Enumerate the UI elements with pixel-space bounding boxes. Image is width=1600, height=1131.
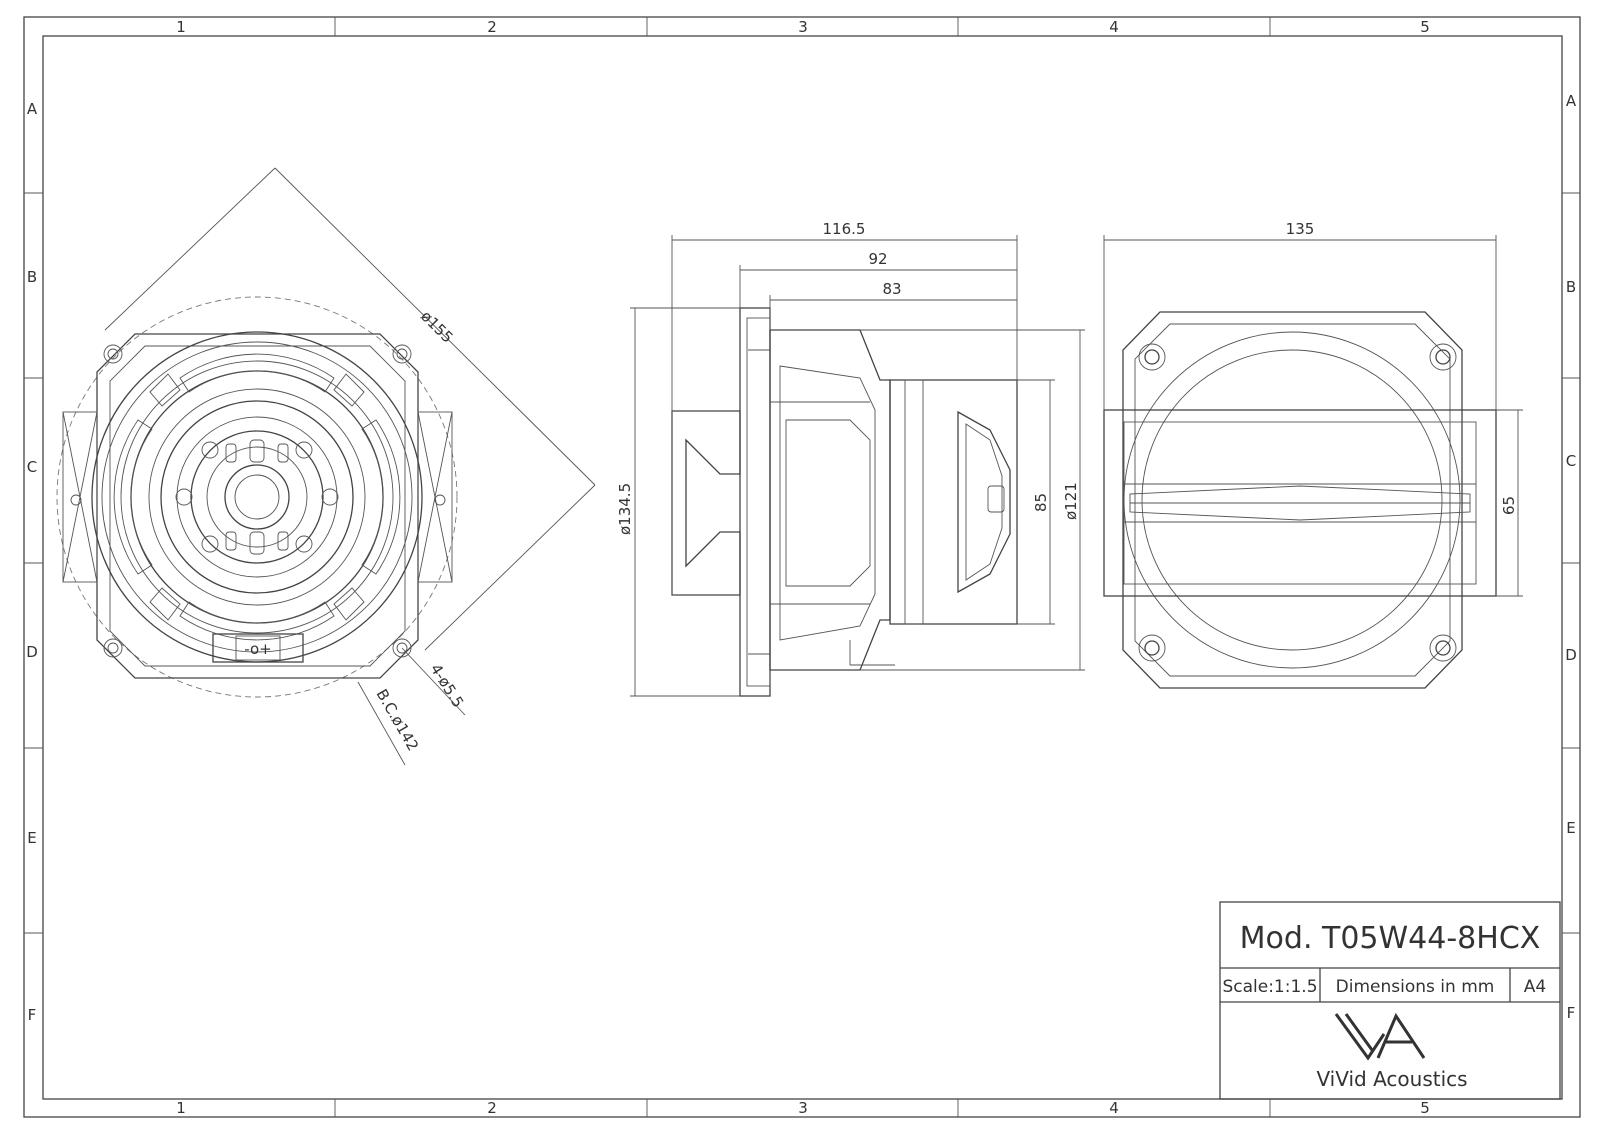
company-name: ViVid Acoustics (1316, 1067, 1467, 1091)
dim-rear-width: 135 (1286, 220, 1315, 238)
row-label-left-e: E (27, 829, 36, 847)
dim-depth-3: 83 (882, 280, 901, 298)
terminal-block (212, 633, 304, 663)
title-block: Mod. T05W44-8HCX Scale:1:1.5 Dimensions … (1219, 901, 1561, 1100)
sheet-border (23, 16, 1581, 1118)
sheet-size-label: A4 (1524, 977, 1546, 997)
col-label-top-3: 3 (798, 18, 808, 36)
dim-mount-holes: 4-ø5.5 (427, 661, 468, 711)
row-label-left-a: A (27, 100, 38, 118)
row-label-left-d: D (26, 643, 38, 661)
units-label: Dimensions in mm (1336, 977, 1495, 997)
flange (739, 307, 771, 697)
company-logo (1334, 1012, 1426, 1061)
row-label-right-c: C (1566, 452, 1576, 470)
row-label-left-f: F (28, 1006, 37, 1024)
rear-view: 135 65 (1103, 220, 1523, 689)
col-label-bottom-4: 4 (1109, 1099, 1119, 1117)
dim-flange-diameter: ø134.5 (616, 483, 634, 535)
row-label-right-b: B (1566, 278, 1576, 296)
row-label-right-f: F (1567, 1004, 1576, 1022)
col-label-bottom-5: 5 (1420, 1099, 1430, 1117)
col-label-bottom-1: 1 (176, 1099, 186, 1117)
dim-depth-2: 92 (868, 250, 887, 268)
col-label-bottom-3: 3 (798, 1099, 808, 1117)
col-label-top-5: 5 (1420, 18, 1430, 36)
dim-overall-depth: 116.5 (823, 220, 866, 238)
dim-magnet-height: 85 (1032, 493, 1050, 512)
frame-outline (96, 333, 419, 679)
terminal-label: -o+ (244, 640, 271, 658)
col-label-bottom-2: 2 (487, 1099, 497, 1117)
magnet (889, 379, 1018, 625)
basket (769, 329, 891, 671)
mount-holes (70, 344, 446, 658)
rear-mount-holes (1138, 343, 1457, 662)
side-view: 116.5 92 83 ø134.5 85 ø121 (616, 220, 1085, 697)
column-labels: 1 2 3 4 5 1 2 3 4 5 (176, 18, 1430, 1117)
scale-label: Scale:1:1.5 (1222, 977, 1317, 997)
phase-plug (671, 410, 741, 596)
row-labels: A B C D E F A B C D E F (26, 92, 1577, 1024)
dim-rear-height: 65 (1500, 496, 1518, 515)
dim-basket-diameter: ø121 (1062, 482, 1080, 520)
rear-frame-outline (1122, 311, 1463, 689)
row-label-right-a: A (1566, 92, 1577, 110)
row-label-right-d: D (1565, 646, 1577, 664)
dim-outer-diameter: ø155 (417, 307, 456, 346)
col-label-top-2: 2 (487, 18, 497, 36)
outer-diameter-circle (56, 296, 458, 698)
front-view: -o+ ø155 4-ø5.5 B.C.ø142 (56, 167, 596, 766)
col-label-top-4: 4 (1109, 18, 1119, 36)
col-label-top-1: 1 (176, 18, 186, 36)
row-label-left-b: B (27, 268, 37, 286)
row-label-right-e: E (1566, 819, 1575, 837)
rear-magnet-plate (1103, 409, 1497, 597)
row-label-left-c: C (27, 458, 37, 476)
model-name: Mod. T05W44-8HCX (1240, 921, 1541, 956)
